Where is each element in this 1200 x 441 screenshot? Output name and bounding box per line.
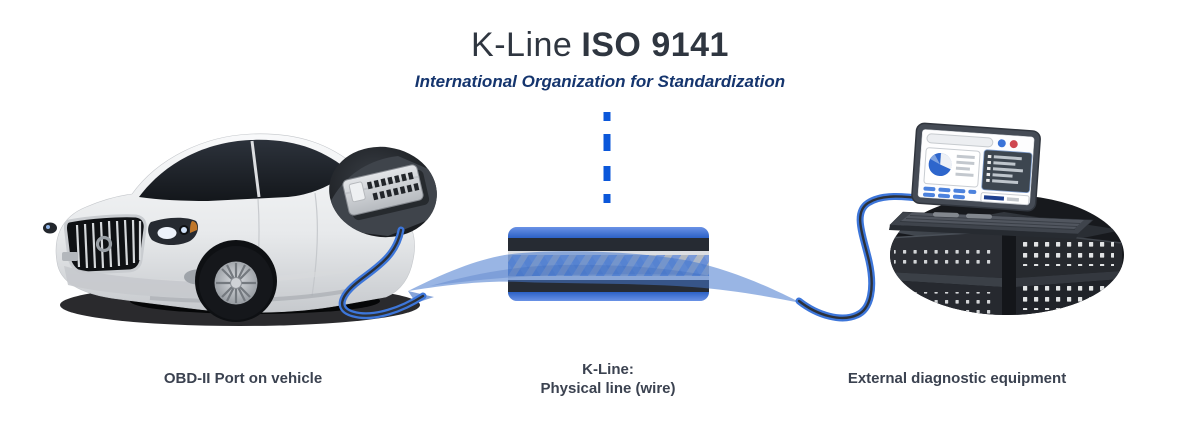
car-far-headlight <box>43 222 57 234</box>
obd-port-magnifier <box>326 146 440 238</box>
equipment-cable <box>795 193 930 322</box>
cable-dark-band-top <box>508 238 709 251</box>
laptop-screen <box>911 122 1041 212</box>
vehicle-cable <box>338 226 427 320</box>
laptop-status-card <box>980 192 1030 206</box>
laptop-base <box>889 211 1094 239</box>
car-grille <box>63 214 147 275</box>
car-glass <box>139 139 349 201</box>
caption-vehicle-port: OBD-II Port on vehicle <box>163 370 323 387</box>
title-regular: K-Line <box>471 26 573 64</box>
equipment-corner-pillar <box>1002 224 1016 315</box>
obd-connector-icon <box>342 164 430 221</box>
caption-kline-detail: Physical line (wire) <box>540 380 676 397</box>
laptop-pie-chart <box>923 147 981 188</box>
screen-red-button <box>1009 140 1018 149</box>
screen-search-bar <box>926 133 994 148</box>
laptop-terminal-panel <box>981 149 1033 194</box>
caption-kline-heading: K-Line: <box>582 361 634 378</box>
car-headlight <box>148 217 198 246</box>
car-front-wheel <box>195 240 277 322</box>
car-illustration <box>43 133 420 326</box>
car-emblem <box>95 235 113 253</box>
caption-kline: K-Line: Physical line (wire) <box>498 360 718 398</box>
obd-pins <box>366 171 420 201</box>
grille-slats <box>75 219 142 269</box>
page-subtitle: International Organization for Standardi… <box>414 72 786 91</box>
cable-blue-band-bottom <box>508 292 709 301</box>
screen-blue-button <box>997 139 1006 148</box>
car-b-pillar <box>250 140 261 198</box>
title-bold: ISO 9141 <box>581 26 729 64</box>
caption-equipment: External diagnostic equipment <box>847 370 1067 387</box>
dashed-connector <box>603 112 611 203</box>
cable-blue-band-top <box>508 227 709 238</box>
laptop-tag-pills <box>923 186 977 200</box>
laptop-icon <box>889 122 1094 239</box>
